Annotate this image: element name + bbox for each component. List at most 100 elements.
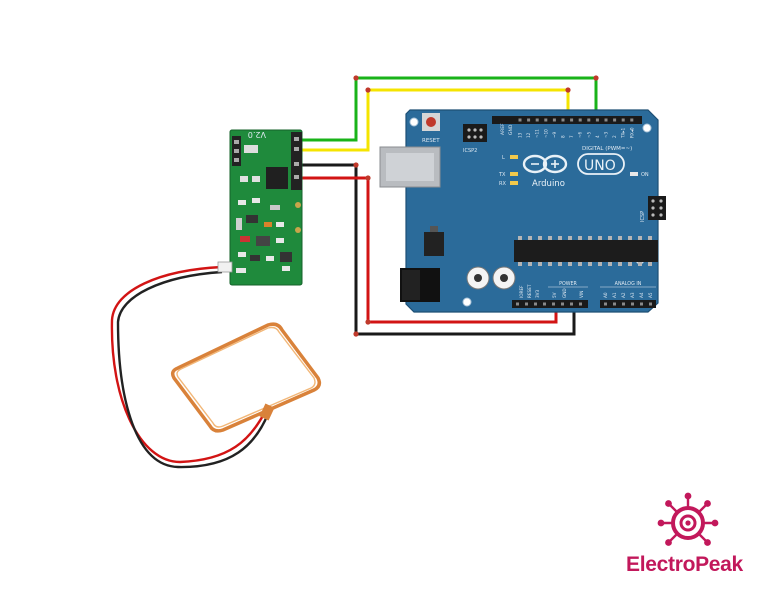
- chip-pin: [538, 236, 542, 240]
- chip-pin: [568, 236, 572, 240]
- chip-pin: [558, 236, 562, 240]
- chip-pin: [518, 236, 522, 240]
- digital-pin: [621, 118, 625, 122]
- module-version-label: V2.0: [248, 130, 266, 139]
- chip-pin: [618, 262, 622, 266]
- digital-pin-label: 12: [526, 132, 531, 138]
- status-leds: L TX RX ON: [498, 155, 649, 187]
- digital-pin: [630, 118, 634, 122]
- digital-pin-label: ~9: [552, 131, 557, 138]
- digital-pin-label: 8: [561, 135, 566, 138]
- ioref-label: IOREF: [519, 285, 524, 298]
- uno-badge: [577, 153, 625, 175]
- chip-pin: [518, 262, 522, 266]
- on-label: ON: [641, 172, 649, 178]
- power-pin: [525, 302, 528, 306]
- analog-pin: [631, 302, 634, 306]
- arduino-logo-icon: [522, 154, 568, 174]
- power-pin: [570, 302, 573, 306]
- analog-pin-label: A3: [630, 292, 635, 298]
- digital-pin-label: ~3: [604, 131, 609, 138]
- analog-pin-label: A0: [603, 292, 608, 298]
- digital-pin: [570, 118, 574, 122]
- v33-label: 3V3: [535, 289, 540, 298]
- led-l-label: L: [502, 155, 505, 161]
- chip-pin: [588, 236, 592, 240]
- chip-pin: [608, 262, 612, 266]
- digital-pin-label: 7: [569, 135, 574, 138]
- chip-pin: [548, 236, 552, 240]
- digital-pin-label: ~5: [586, 131, 591, 138]
- gnd-bottom-label: GND: [562, 288, 567, 298]
- uno-label: UNO: [584, 158, 616, 174]
- chip-pin: [578, 262, 582, 266]
- digital-pin: [527, 118, 531, 122]
- analog-pin: [640, 302, 643, 306]
- digital-header: [492, 116, 642, 124]
- reset-pin-label: RESET: [527, 284, 532, 298]
- chip-pin: [638, 262, 642, 266]
- digital-pin-label: ~10: [543, 129, 548, 138]
- analog-pin: [604, 302, 607, 306]
- electropeak-logo-icon: [657, 492, 719, 546]
- analog-pin-label: A4: [639, 292, 644, 298]
- antenna-leads: [110, 265, 275, 469]
- analog-pin-label: A5: [648, 292, 653, 298]
- chip-pin: [548, 262, 552, 266]
- digital-pin: [561, 118, 565, 122]
- power-pin: [552, 302, 555, 306]
- power-label: POWER: [559, 281, 577, 287]
- analog-pin-label: A2: [621, 292, 626, 298]
- chip-pin: [538, 262, 542, 266]
- arduino-brand: Arduino: [532, 179, 565, 189]
- v5-label: 5V: [552, 292, 557, 298]
- aref-label: AREF: [500, 123, 506, 135]
- aref-label-group: AREF GND: [500, 123, 514, 135]
- digital-pin: [595, 118, 599, 122]
- gnd-top-label: GND: [508, 124, 514, 135]
- digital-pin-label: 2: [612, 135, 617, 138]
- digital-pin: [578, 118, 582, 122]
- antenna-coil: [170, 322, 322, 433]
- chip-pin: [628, 262, 632, 266]
- icsp2-label: ICSP2: [463, 148, 477, 154]
- led-rx-label: RX: [499, 181, 506, 187]
- chip-pin: [588, 262, 592, 266]
- chip-pin: [568, 262, 572, 266]
- digital-pin: [613, 118, 617, 122]
- chip-pin: [608, 236, 612, 240]
- analog-header: [600, 300, 656, 308]
- analog-pin: [622, 302, 625, 306]
- chip-pin: [618, 236, 622, 240]
- icsp2-header: [463, 124, 487, 142]
- rfid-module: V2.0: [217, 129, 303, 286]
- digital-pin-label: ~6: [578, 131, 583, 138]
- power-pin: [534, 302, 537, 306]
- digital-pin: [544, 118, 548, 122]
- atmega-chip: [514, 240, 658, 262]
- power-header: [512, 300, 588, 308]
- chip-pin: [528, 236, 532, 240]
- analog-pin: [613, 302, 616, 306]
- digital-pin: [587, 118, 591, 122]
- icsp-header: [648, 196, 666, 220]
- digital-label: DIGITAL (PWM=~): [582, 146, 632, 152]
- capacitors: [466, 266, 516, 290]
- analog-pin: [649, 302, 652, 306]
- icsp-label: ICSP: [640, 211, 646, 222]
- digital-pin-label: 4: [595, 135, 600, 138]
- chip-pin: [638, 236, 642, 240]
- power-pin: [561, 302, 564, 306]
- led-tx-label: TX: [498, 172, 506, 178]
- digital-pin: [518, 118, 522, 122]
- chip-pin: [598, 236, 602, 240]
- chip-pin: [628, 236, 632, 240]
- connection-wires: [300, 75, 599, 337]
- vin-label: VIN: [579, 291, 584, 298]
- chip-pin: [648, 262, 652, 266]
- digital-pin-label: ~11: [535, 129, 540, 138]
- analog-label: ANALOG IN: [615, 281, 642, 287]
- reset-label: RESET: [422, 138, 440, 144]
